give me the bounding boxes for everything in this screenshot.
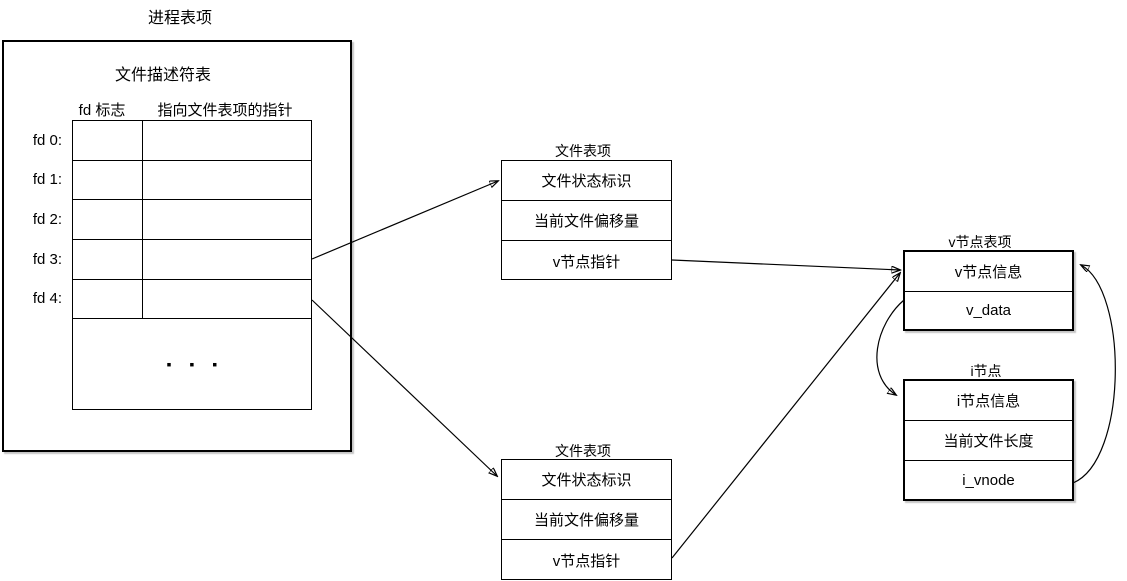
fd-table-ellipsis-row: ▪ ▪ ▪ bbox=[73, 319, 311, 409]
inode-table-title: i节点 bbox=[970, 363, 1002, 379]
arrow-ivnode-to-vnode bbox=[1072, 265, 1116, 484]
fd3-label: fd 3: bbox=[32, 251, 62, 268]
fd-flags-cell-4 bbox=[73, 279, 143, 319]
fd-table-row-1 bbox=[73, 160, 311, 201]
fd-table: ▪ ▪ ▪ bbox=[72, 120, 312, 410]
column-header-file-table-pointer: 指向文件表项的指针 bbox=[157, 102, 293, 119]
current-file-offset-row: 当前文件偏移量 bbox=[502, 201, 671, 241]
file-table-bottom-box: 文件状态标识 当前文件偏移量 v节点指针 bbox=[501, 459, 672, 580]
fd-table-row-2 bbox=[73, 200, 311, 241]
fd4-label: fd 4: bbox=[32, 290, 62, 307]
fd-table-row-4 bbox=[73, 279, 311, 320]
fd-table-row-0 bbox=[73, 121, 311, 161]
ivnode-row: i_vnode bbox=[962, 471, 1015, 489]
fd-table-row-3 bbox=[73, 240, 311, 280]
file-table-top-box: 文件状态标识 当前文件偏移量 v节点指针 bbox=[501, 160, 672, 280]
fd-flags-cell-0 bbox=[73, 121, 143, 160]
fd2-label: fd 2: bbox=[32, 211, 62, 228]
fd-flags-cell-2 bbox=[73, 200, 143, 240]
vnode-pointer-row: v节点指针 bbox=[552, 552, 621, 570]
arrow-vnode-pointer-top-to-vnode-table bbox=[671, 259, 900, 270]
vnode-table-box: v节点信息 v_data bbox=[903, 250, 1074, 331]
file-table-bottom-title: 文件表项 bbox=[555, 443, 611, 459]
vnode-info-row: v节点信息 bbox=[905, 252, 1072, 292]
file-status-flags-row: 文件状态标识 bbox=[502, 460, 671, 500]
inode-table-box: i节点信息 当前文件长度 i_vnode bbox=[903, 379, 1074, 501]
vnode-table-title: v节点表项 bbox=[948, 234, 1012, 250]
vdata-row: v_data bbox=[965, 301, 1012, 319]
fd0-label: fd 0: bbox=[32, 132, 62, 149]
file-status-flags-row: 文件状态标识 bbox=[502, 161, 671, 201]
fd-flags-cell-1 bbox=[73, 160, 143, 200]
file-descriptor-table-title: 文件描述符表 bbox=[114, 67, 212, 84]
arrow-vnode-pointer-bottom-to-vnode-table bbox=[671, 273, 900, 559]
current-file-length-row: 当前文件长度 bbox=[905, 421, 1072, 461]
vnode-pointer-row: v节点指针 bbox=[552, 253, 621, 271]
fd-flags-cell-3 bbox=[73, 240, 143, 279]
inode-info-row: i节点信息 bbox=[905, 381, 1072, 421]
column-header-fd-flags: fd 标志 bbox=[78, 102, 126, 119]
ellipsis-text: ▪ ▪ ▪ bbox=[166, 356, 225, 373]
arrow-vdata-to-inode bbox=[876, 299, 905, 395]
process-table-title: 进程表项 bbox=[147, 10, 213, 27]
file-table-top-title: 文件表项 bbox=[555, 143, 611, 159]
fd1-label: fd 1: bbox=[32, 171, 62, 188]
current-file-offset-row: 当前文件偏移量 bbox=[502, 500, 671, 540]
